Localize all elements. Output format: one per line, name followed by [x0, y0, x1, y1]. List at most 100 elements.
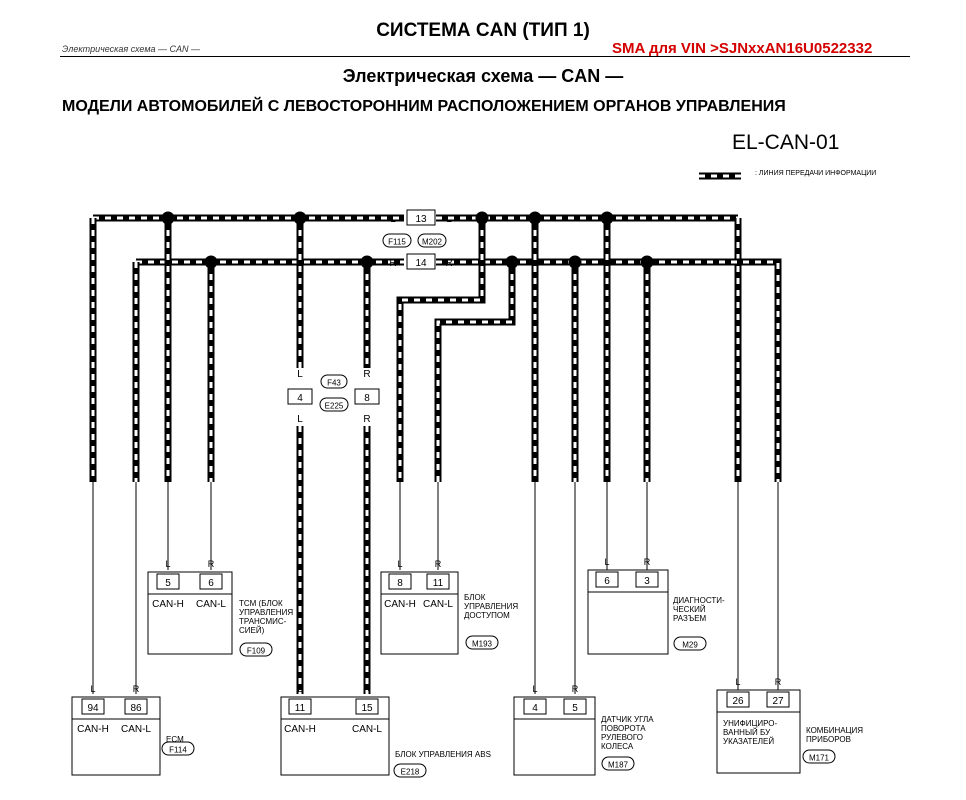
ecm-pin-l: [124, 698, 148, 715]
ecm-ref: [161, 741, 195, 756]
tcm-name: УПРАВЛЕНИЯ: [239, 608, 293, 617]
wire-meter-l-dash: [647, 260, 780, 482]
steer-wire-color-l: R: [572, 684, 579, 694]
access-pin-h: [388, 573, 412, 590]
legend-label: : ЛИНИЯ ПЕРЕДАЧИ ИНФОРМАЦИИ: [755, 170, 877, 177]
ecm-wire-color-l: R: [133, 684, 140, 694]
abs-ref: [393, 763, 427, 778]
junction-dot-l: [505, 255, 519, 269]
abs-pin-l-number: 15: [361, 703, 373, 714]
access-name: УПРАВЛЕНИЯ: [464, 602, 518, 611]
wire-junctions: [161, 211, 654, 269]
abs-wire-color-l: R: [364, 684, 371, 694]
meter-name: КОМБИНАЦИЯ: [806, 726, 863, 735]
meter-module-box: [716, 711, 801, 774]
ecm-wire-color-h: L: [90, 684, 95, 694]
steer-wire-color-h: L: [532, 684, 537, 694]
junction-dot-h: [293, 211, 307, 225]
connector-f43-pin8-number: 8: [364, 393, 370, 404]
junction-dot-l: [204, 255, 218, 269]
steer-name: ДАТЧИК УГЛА: [601, 715, 654, 724]
wire-color-f43-l-bottom: L: [297, 414, 303, 425]
tcm-name: TCM (БЛОК: [239, 599, 283, 608]
steer-pin-h: [523, 698, 547, 715]
junction-dot-h: [600, 211, 614, 225]
meter-pin-h-number: 26: [732, 696, 744, 707]
access-name: БЛОК: [464, 593, 486, 602]
connector-f43-pin4: [287, 388, 313, 405]
tcm-ref-label: F109: [247, 647, 266, 656]
steer-ref: [601, 756, 635, 771]
meter-pin-h: [726, 691, 750, 708]
tcm-pin-label-h: CAN-H: [152, 599, 184, 610]
connector-14-number: 14: [415, 258, 427, 269]
meter-pin-l: [766, 691, 790, 708]
junction-dot-h: [528, 211, 542, 225]
meter-ref-label: M171: [809, 754, 830, 763]
connector-ref-f43-label: F43: [327, 379, 341, 388]
meter-inner-label: УКАЗАТЕЛЕЙ: [723, 737, 774, 746]
steer-ref-label: M187: [608, 761, 629, 770]
access-name: ДОСТУПОМ: [464, 611, 510, 620]
diag-name: ДИАГНОСТИ-: [673, 596, 725, 605]
ecm-pin-label-h: CAN-H: [77, 724, 109, 735]
ecm-ref-label: F114: [169, 746, 187, 755]
abs-pin-h-number: 11: [295, 703, 306, 714]
diag-ref: [673, 636, 707, 651]
meter-inner-label: УНИФИЦИРО-: [723, 719, 777, 728]
steer-pin-h-number: 4: [532, 703, 538, 714]
junction-dot-l: [568, 255, 582, 269]
models-title: МОДЕЛИ АВТОМОБИЛЕЙ С ЛЕВОСТОРОННИМ РАСПО…: [62, 98, 786, 115]
wire-color-l-right: L: [446, 214, 452, 225]
wire-color-l-left: L: [390, 214, 396, 225]
access-wire-color-l: R: [435, 559, 442, 569]
wire-color-f43-r-bottom: R: [363, 414, 370, 425]
connector-ref-m202-label: M202: [422, 238, 443, 247]
abs-ref-label: E218: [401, 768, 420, 777]
tcm-pin-h: [156, 573, 180, 590]
connector-boxes: [71, 209, 836, 778]
abs-name: БЛОК УПРАВЛЕНИЯ ABS: [395, 750, 491, 759]
tcm-module-box: [147, 593, 233, 655]
steer-pin-l: [563, 698, 587, 715]
tcm-name: СИЕЙ): [239, 626, 265, 635]
steer-name: ПОВОРОТА: [601, 724, 646, 733]
wire-access-l: [434, 262, 516, 482]
tcm-pin-h-number: 5: [165, 578, 171, 589]
diag-pin-l: [635, 571, 659, 588]
wire-color-r-right: R: [445, 258, 452, 269]
steer-name: РУЛЕВОГО: [601, 733, 643, 742]
access-wire-color-h: L: [397, 559, 402, 569]
ecm-pin-h-number: 94: [87, 703, 99, 714]
abs-pin-h: [288, 698, 312, 715]
connector-f43-pin4-number: 4: [297, 393, 303, 404]
access-pin-label-l: CAN-L: [423, 599, 453, 610]
steer-module-box: [513, 718, 596, 776]
access-ref-label: M193: [472, 640, 493, 649]
connector-13-number: 13: [415, 214, 427, 225]
meter-pin-l-number: 27: [772, 696, 784, 707]
connector-13: [406, 209, 436, 226]
access-module-box: [380, 593, 459, 655]
diag-name: РАЗЪЕМ: [673, 614, 707, 623]
ecm-pin-h: [81, 698, 105, 715]
abs-module-box: [280, 718, 390, 776]
access-pin-label-h: CAN-H: [384, 599, 416, 610]
meter-inner-label: ВАННЫЙ БУ: [723, 728, 771, 737]
connector-ref-f43: [320, 374, 348, 389]
steer-name: КОЛЕСА: [601, 742, 634, 751]
wire-meter-l: [647, 258, 782, 482]
can-bus-wires: [89, 172, 782, 694]
access-ref: [465, 635, 499, 650]
connector-ref-f115: [382, 233, 412, 248]
page-title: СИСТЕМА CAN (ТИП 1): [376, 20, 590, 41]
tcm-wire-color-h: L: [165, 559, 170, 569]
connector-14: [406, 253, 436, 270]
wire-color-r-left: R: [389, 258, 396, 269]
meter-wire-color-h: L: [735, 677, 740, 687]
wire-access-l-dash: [436, 262, 514, 482]
diag-pin-l-number: 3: [644, 576, 650, 587]
diag-wire-color-h: L: [604, 557, 609, 567]
connector-ref-f115-label: F115: [388, 238, 406, 247]
